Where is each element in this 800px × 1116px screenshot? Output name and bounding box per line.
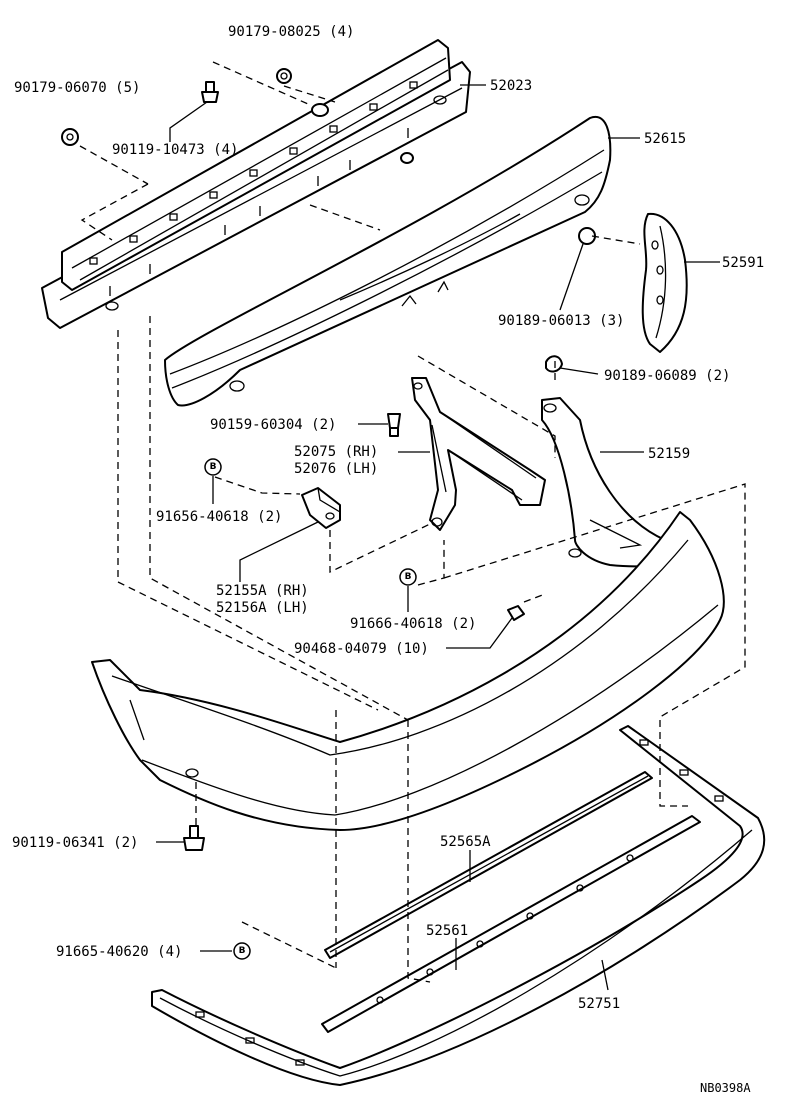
label-52565a: 52565A	[440, 834, 491, 850]
label-90119-06341: 90119-06341 (2)	[12, 835, 138, 851]
label-90468-04079: 90468-04079 (10)	[294, 641, 429, 657]
leader-lines	[156, 84, 720, 991]
label-90179-06070: 90179-06070 (5)	[14, 80, 140, 96]
svg-text:B: B	[210, 462, 217, 472]
label-52155a-rh: 52155A (RH)	[216, 583, 309, 599]
bumper-reinforcement-52023	[41, 39, 471, 329]
label-52591: 52591	[722, 255, 764, 271]
bolt-90119-10473	[201, 81, 219, 103]
screw-90159-60304	[387, 413, 401, 437]
label-52561: 52561	[426, 923, 468, 939]
nut-90179-08025	[276, 68, 292, 84]
label-52159: 52159	[648, 446, 690, 462]
label-52023: 52023	[490, 78, 532, 94]
label-91666-40618: 91666-40618 (2)	[350, 616, 476, 632]
side-retainer-52591	[641, 212, 688, 353]
bumper-strip-52561	[321, 815, 701, 1033]
clip-90189-06089	[545, 355, 563, 373]
label-52076-lh: 52076 (LH)	[294, 461, 378, 477]
rear-bumper-support-52159	[541, 397, 691, 568]
label-52751: 52751	[578, 996, 620, 1012]
label-90189-06089: 90189-06089 (2)	[604, 368, 730, 384]
label-91665-40620: 91665-40620 (4)	[56, 944, 182, 960]
side-mount-bracket-52155a	[301, 487, 341, 529]
svg-text:B: B	[239, 946, 246, 956]
bolt-90119-06341	[183, 825, 205, 851]
bumper-side-bracket-52075	[411, 377, 546, 531]
label-52075-rh: 52075 (RH)	[294, 444, 378, 460]
label-52156a-lh: 52156A (LH)	[216, 600, 309, 616]
drawing-code: NB0398A	[700, 1081, 751, 1095]
label-52615: 52615	[644, 131, 686, 147]
bumper-moulding-52565a	[324, 771, 653, 959]
bolt-symbol-91665: B	[233, 942, 251, 960]
label-91656-40618: 91656-40618 (2)	[156, 509, 282, 525]
bolt-symbol-91656: B	[204, 458, 222, 476]
assembly-guide-lines	[79, 61, 746, 983]
label-90179-08025: 90179-08025 (4)	[228, 24, 354, 40]
energy-absorber-52615	[164, 115, 612, 407]
label-90119-10473: 90119-10473 (4)	[112, 142, 238, 158]
part-number-labels: 90179-08025 (4) 90179-06070 (5) 52023 90…	[12, 24, 764, 1095]
clip-90468-04079	[507, 605, 525, 621]
lower-bumper-cover-52751	[151, 725, 766, 1086]
bolt-symbol-91666: B	[399, 568, 417, 586]
label-90159-60304: 90159-60304 (2)	[210, 417, 336, 433]
rear-bumper-cover	[91, 511, 725, 831]
nut-90179-06070	[61, 128, 79, 146]
label-90189-06013: 90189-06013 (3)	[498, 313, 624, 329]
svg-text:B: B	[405, 572, 412, 582]
